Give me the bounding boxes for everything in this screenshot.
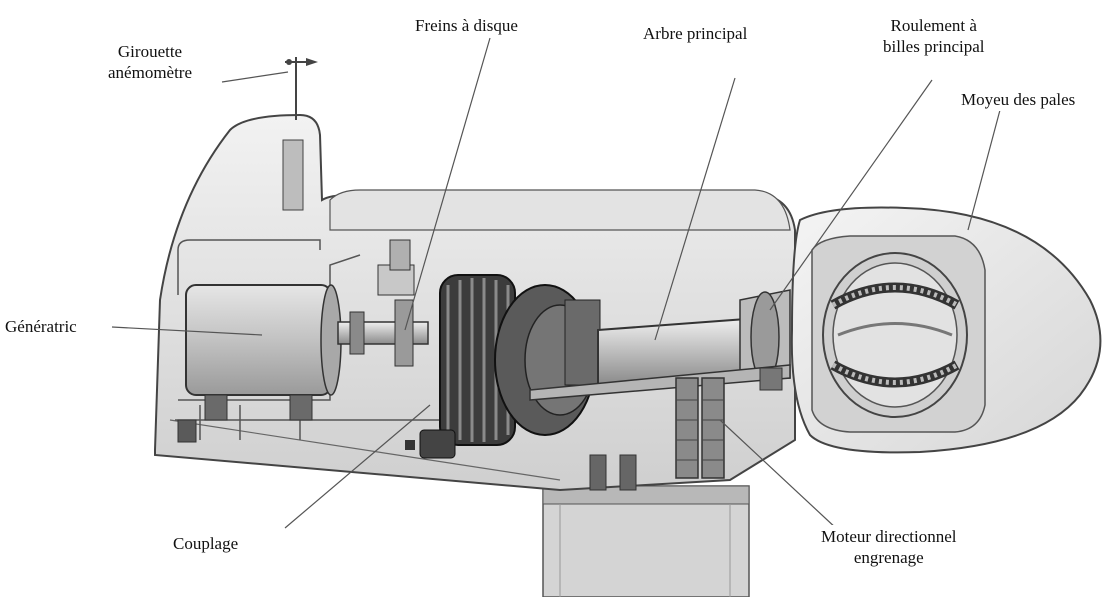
leader-moyeu	[967, 109, 1001, 231]
main-shaft	[597, 289, 791, 387]
leader-roulement	[769, 79, 933, 311]
label-roulement-line1: Roulement à	[890, 16, 977, 35]
leader-arbre	[654, 77, 736, 341]
leader-couplage	[284, 404, 431, 529]
leader-freins	[404, 37, 491, 331]
label-roulement-line2: billes principal	[883, 37, 985, 56]
label-coupling: Couplage	[170, 532, 242, 555]
bed-plate	[529, 364, 791, 401]
label-yaw-drive: Moteur directionnel engrenage	[818, 525, 960, 569]
label-blade-hub: Moyeu des pales	[958, 88, 1079, 111]
label-girouette: Girouette	[117, 42, 183, 61]
label-moteur-line2: engrenage	[853, 548, 924, 567]
generator	[177, 284, 342, 443]
label-disc-brakes: Freins à disque	[412, 14, 521, 37]
leader-generatric	[111, 326, 263, 336]
label-moteur-line1: Moteur directionnel	[821, 527, 957, 546]
leader-lines	[111, 37, 1001, 531]
leader-moteur	[719, 419, 839, 531]
yaw-drive-motors	[589, 377, 725, 491]
wind-vane-mast	[285, 57, 318, 120]
label-anemometre: anémomètre	[108, 63, 193, 82]
label-main-bearing: Roulement à billes principal	[880, 14, 988, 58]
brake-caliper	[405, 429, 456, 459]
label-generator: Génératric	[2, 315, 80, 338]
tower	[542, 485, 750, 597]
leader-girouette	[221, 71, 289, 83]
blade-hub	[790, 206, 1102, 454]
label-main-shaft: Arbre principal	[640, 22, 751, 45]
label-wind-vane-anemometer: Girouette anémomètre	[105, 40, 196, 84]
gearbox	[439, 274, 601, 446]
